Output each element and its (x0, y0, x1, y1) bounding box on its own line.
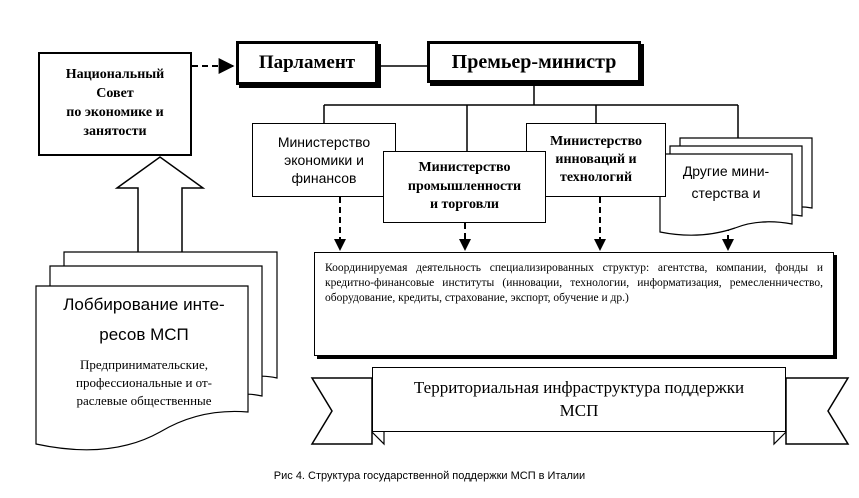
territorial-line-1: Территориальная инфраструктура поддержки (413, 378, 745, 398)
ministry-industry-box: Министерство промышленности и торговли (383, 151, 546, 223)
lobbying-title-line-2: ресов МСП (99, 324, 189, 344)
ministry-economy-line-1: Министерство (277, 133, 371, 150)
other-ministries-line-2: стерства и (691, 185, 761, 202)
parliament-box: Парламент (236, 41, 378, 85)
parliament-label: Парламент (258, 52, 356, 73)
lobbying-title: Лоббирование инте- ресов МСП (44, 290, 244, 350)
lobbying-desc-line-2: профессиональные и от- (76, 375, 212, 391)
prime-minister-box: Премьер-министр (427, 41, 641, 83)
national-council-box: Национальный Совет по экономике и занято… (38, 52, 192, 156)
lobbying-title-line-1: Лоббирование инте- (63, 295, 225, 314)
ministry-economy-line-3: финансов (291, 170, 357, 187)
ministry-innovation-box: Министерство инноваций и технологий (526, 123, 666, 197)
ministry-economy-line-2: экономики и (284, 151, 364, 168)
figure-caption: Рис 4. Структура государственной поддерж… (273, 470, 586, 482)
other-ministries-line-1: Другие мини- (682, 163, 770, 179)
lobbying-description: Предпринимательские, профессиональные и … (44, 356, 244, 411)
lobbying-document-stack (35, 251, 278, 451)
ministry-industry-line-1: Министерство (418, 159, 511, 175)
territorial-infrastructure-box: Территориальная инфраструктура поддержки… (372, 367, 786, 432)
lobbying-desc-line-1: Предпринимательские, (80, 357, 208, 372)
territorial-banner-ribbon (310, 377, 850, 446)
ministry-economy-box: Министерство экономики и финансов (252, 123, 396, 197)
ministry-innovation-line-1: Министерство (549, 133, 643, 149)
council-line-4: занятости (83, 123, 147, 139)
coordination-text: Координируемая деятельность специализиро… (325, 262, 823, 304)
coordination-box: Координируемая деятельность специализиро… (314, 252, 834, 356)
other-ministries-text: Другие мини- стерства и (666, 160, 786, 205)
lobbying-up-arrow (114, 156, 206, 277)
ministry-innovation-line-2: инноваций и (555, 151, 637, 167)
territorial-line-2: МСП (559, 400, 599, 420)
lobbying-desc-line-3: раслевые общественные (76, 393, 212, 409)
council-line-1: Национальный (65, 67, 165, 83)
other-ministries-document-stack (659, 137, 813, 236)
ministry-industry-line-3: и торговли (429, 197, 499, 213)
ministry-innovation-line-3: технологий (559, 170, 633, 186)
council-line-2: Совет (96, 86, 134, 102)
council-line-3: по экономике и (66, 105, 164, 120)
prime-minister-label: Премьер-министр (451, 50, 617, 73)
ministry-to-coordination-arrows (334, 197, 734, 251)
ministry-industry-line-2: промышленности (407, 178, 522, 194)
